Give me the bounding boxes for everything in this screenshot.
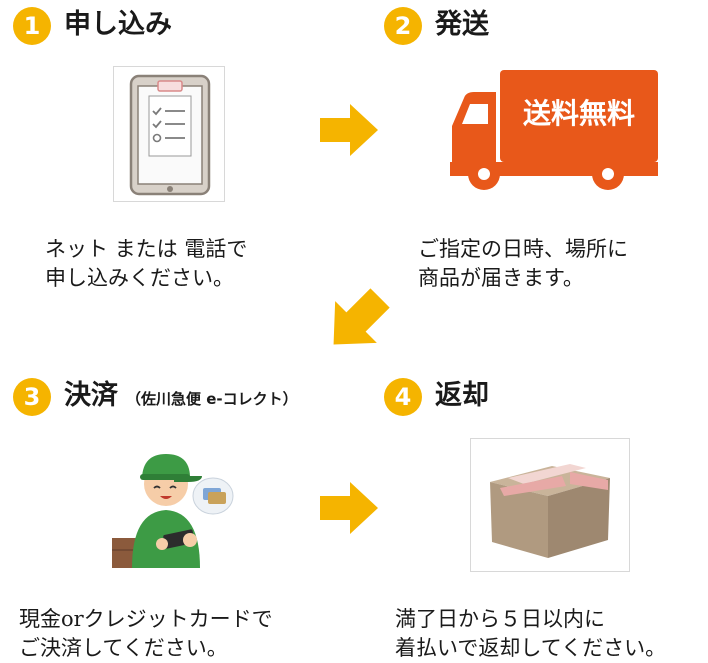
step-1-title: 申し込み: [64, 9, 172, 40]
cardboard-box-icon: [470, 438, 630, 572]
step-1-line-2: 申し込みください。: [45, 266, 234, 290]
step-3-line-1: 現金orクレジットカードで: [19, 607, 273, 631]
step-1-badge: 1: [13, 7, 51, 45]
step-2-line-2: 商品が届きます。: [418, 266, 584, 290]
delivery-truck-icon: 送料無料: [450, 70, 658, 190]
step-2-line-1: ご指定の日時、場所に: [418, 237, 628, 261]
step-2-description: ご指定の日時、場所に 商品が届きます。: [418, 235, 628, 293]
step-3-description: 現金orクレジットカードで ご決済してください。: [19, 605, 273, 663]
step-1-description: ネット または 電話で 申し込みください。: [45, 235, 247, 293]
step-3-badge: 3: [13, 378, 51, 416]
delivery-person-icon: [112, 454, 234, 568]
arrow-down-left-icon: [333, 288, 390, 345]
tablet-checklist-icon: [113, 66, 225, 202]
step-4-description: 満了日から５日以内に 着払いで返却してください。: [395, 605, 666, 663]
step-4-line-2: 着払いで返却してください。: [395, 636, 667, 660]
step-4-badge: 4: [384, 378, 422, 416]
step-4-title: 返却: [435, 380, 489, 411]
step-2-badge: 2: [384, 7, 422, 45]
step-3-line-2: ご決済してください。: [19, 636, 228, 660]
step-3-title: 決済 （佐川急便 e-コレクト）: [64, 382, 298, 409]
step-3-subtitle: （佐川急便 e-コレクト）: [126, 390, 298, 408]
step-2-title: 発送: [435, 9, 489, 40]
arrow-right-icon: [320, 482, 378, 534]
step-1-line-1: ネット または 電話で: [45, 237, 248, 261]
step-4-line-1: 満了日から５日以内に: [395, 607, 605, 631]
truck-label: 送料無料: [523, 97, 635, 130]
arrow-right-icon: [320, 104, 378, 156]
step-3-title-text: 決済: [64, 380, 118, 411]
